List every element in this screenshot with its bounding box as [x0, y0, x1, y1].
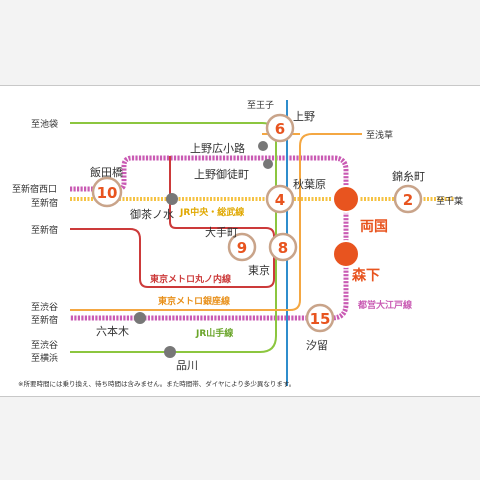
minutes-badge-shiodome: 15 — [305, 303, 335, 333]
station-shiodome: 汐留 — [306, 338, 328, 352]
transfer-dot — [166, 193, 178, 205]
minutes-ueno: 6 — [275, 120, 285, 138]
footnote: ※所要時間には乗り換え、待ち時間は含みません。また時間帯、ダイヤにより多少異なり… — [18, 379, 295, 388]
label-yamanote: JR山手線 — [195, 327, 233, 339]
minutes-badge-kinshicho: 2 — [393, 184, 423, 214]
route-map-panel: 6 4 2 10 9 8 15 至王子 至池袋 至浅草 至新宿西口 至新宿 至千… — [0, 85, 480, 397]
minutes-iidabashi: 10 — [97, 184, 118, 202]
station-ochanomizu: 御茶ノ水 — [130, 207, 174, 221]
minutes-shiodome: 15 — [310, 310, 331, 328]
minutes-tokyo: 8 — [278, 239, 288, 257]
label-marunouchi: 東京メトロ丸ノ内線 — [150, 273, 231, 285]
route-map: 6 4 2 10 9 8 15 至王子 至池袋 至浅草 至新宿西口 至新宿 至千… — [12, 100, 463, 388]
station-kinshicho: 錦糸町 — [392, 169, 425, 183]
dest-shinjuku-3: 至新宿 — [31, 314, 58, 326]
station-roppongi: 六本木 — [96, 324, 129, 338]
station-ueno-okachimachi: 上野御徒町 — [194, 167, 249, 181]
highlight-station-circle — [332, 240, 360, 268]
minutes-badge-akihabara: 4 — [265, 184, 295, 214]
station-otemachi: 大手町 — [205, 225, 238, 239]
dest-yokohama: 至横浜 — [31, 352, 58, 364]
line-oedo — [70, 155, 349, 321]
minutes-akihabara: 4 — [275, 191, 285, 209]
dest-shibuya-2: 至渋谷 — [31, 339, 58, 351]
minutes-badge-tokyo: 8 — [268, 232, 298, 262]
line-ginza — [70, 133, 362, 311]
dest-chiba: 至千葉 — [436, 195, 463, 207]
label-oedo: 都営大江戸線 — [357, 299, 412, 311]
station-tokyo: 東京 — [248, 263, 270, 277]
transfer-dot — [164, 346, 176, 358]
station-ueno-hirokoji: 上野広小路 — [190, 142, 245, 155]
transfer-dot — [134, 312, 146, 324]
dest-shinjuku-nishiguchi: 至新宿西口 — [12, 183, 57, 195]
minutes-badge-iidabashi: 10 — [91, 176, 123, 208]
station-shinagawa: 品川 — [176, 359, 198, 372]
dest-shinjuku-1: 至新宿 — [31, 197, 58, 209]
station-morishita: 森下 — [352, 267, 380, 284]
minutes-badge-otemachi: 9 — [227, 232, 257, 262]
dest-shinjuku-2: 至新宿 — [31, 224, 58, 236]
station-iidabashi: 飯田橋 — [90, 165, 123, 179]
label-ginza: 東京メトロ銀座線 — [158, 295, 230, 307]
station-ryogoku: 両国 — [360, 219, 388, 235]
minutes-kinshicho: 2 — [403, 191, 413, 209]
label-jr-chuo-sobu: JR中央・総武線 — [179, 206, 244, 218]
transfer-dot — [263, 159, 273, 169]
minutes-badge-ueno: 6 — [265, 113, 295, 143]
line-marunouchi — [70, 156, 275, 288]
station-akihabara: 秋葉原 — [293, 177, 326, 191]
station-ueno: 上野 — [293, 110, 315, 123]
dest-oji: 至王子 — [247, 100, 274, 111]
highlight-station-circle — [332, 185, 360, 213]
minutes-otemachi: 9 — [237, 239, 247, 257]
dest-asakusa: 至浅草 — [366, 129, 393, 141]
dest-shibuya-1: 至渋谷 — [31, 301, 58, 313]
dest-ikebukuro: 至池袋 — [31, 118, 58, 130]
transfer-dot — [258, 141, 268, 151]
